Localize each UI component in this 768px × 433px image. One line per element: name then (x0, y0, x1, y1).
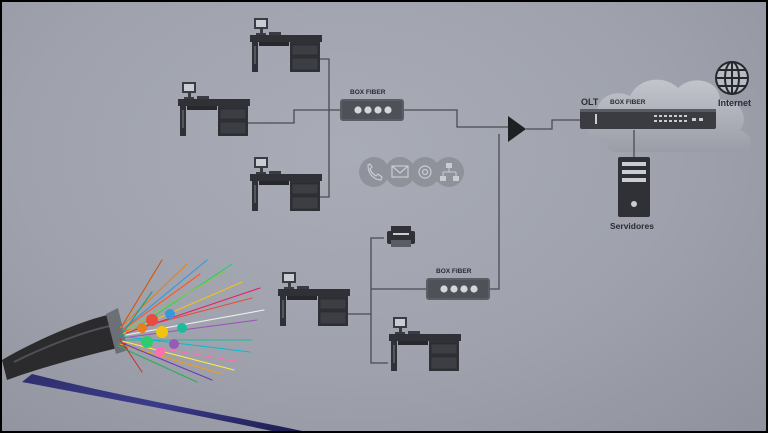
internet-label: Internet (718, 98, 751, 108)
connection-lines (246, 58, 580, 364)
desk-computer-icon (249, 17, 323, 73)
olt-device (580, 109, 716, 129)
box-fiber-bottom (426, 278, 490, 300)
desk-computer-icon (249, 156, 323, 212)
at-sign-icon (418, 165, 432, 179)
box-fiber-top (340, 99, 404, 121)
desk-computer-icon (277, 271, 351, 327)
service-icons (359, 157, 464, 187)
olt-box-fiber-label: BOX FIBER (610, 99, 646, 106)
desk-computer-icon (388, 316, 462, 372)
box-fiber-top-label: BOX FIBER (350, 89, 386, 96)
server-tower-icon (618, 130, 650, 217)
splitter-triangle-icon (508, 116, 526, 142)
olt-label: OLT (581, 97, 599, 107)
network-icon (440, 163, 459, 181)
globe-icon (715, 61, 749, 95)
fiber-optic-cable-icon (2, 259, 302, 431)
printer-icon (387, 226, 415, 247)
desk-computer-icon (177, 81, 251, 137)
phone-icon (367, 163, 383, 181)
mail-icon (391, 165, 409, 178)
servidores-label: Servidores (610, 221, 654, 231)
box-fiber-bottom-label: BOX FIBER (436, 268, 472, 275)
